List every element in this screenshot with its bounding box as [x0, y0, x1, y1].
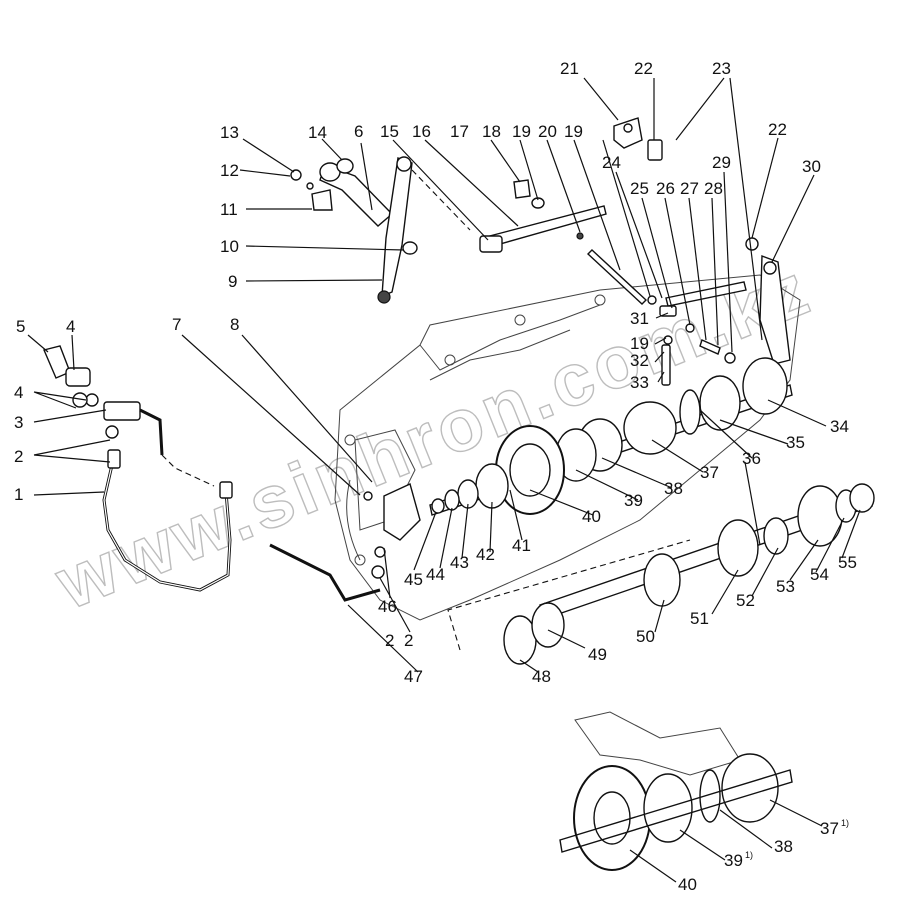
callout-18: 18 — [482, 122, 501, 141]
callout-49: 49 — [588, 645, 607, 664]
inset-callout-39-sup: 1) — [745, 850, 753, 860]
callout-44: 44 — [426, 565, 445, 584]
callout-19c: 19 — [630, 334, 649, 353]
inset-callout-39: 39 — [724, 851, 743, 870]
callout-23: 23 — [712, 59, 731, 78]
callout-5: 5 — [16, 317, 25, 336]
inset-callout-38: 38 — [774, 837, 793, 856]
callout-43: 43 — [450, 553, 469, 572]
callout-11: 11 — [220, 200, 238, 219]
callout-2a: 2 — [14, 447, 23, 466]
callout-19b: 19 — [564, 122, 583, 141]
callout-30: 30 — [802, 157, 821, 176]
leader-lines — [27, 77, 861, 883]
inset-callout-labels: 37 1) 38 39 1) 40 — [678, 818, 849, 894]
callout-3: 3 — [14, 413, 23, 432]
callout-37: 37 — [700, 463, 719, 482]
lower-shaft-gears — [447, 483, 875, 665]
callout-22a: 22 — [634, 59, 653, 78]
callout-45: 45 — [404, 570, 423, 589]
callout-21: 21 — [560, 59, 579, 78]
callout-25: 25 — [630, 179, 649, 198]
callout-29: 29 — [712, 153, 731, 172]
callout-8: 8 — [230, 315, 239, 334]
callout-52: 52 — [736, 591, 755, 610]
callout-33: 33 — [630, 373, 649, 392]
callout-4a: 4 — [14, 383, 23, 402]
callout-20: 20 — [538, 122, 557, 141]
callout-38: 38 — [664, 479, 683, 498]
callout-7: 7 — [172, 315, 181, 334]
callout-16: 16 — [412, 122, 431, 141]
callout-14: 14 — [308, 123, 327, 142]
callout-9: 9 — [228, 272, 237, 291]
callout-4b: 4 — [66, 317, 75, 336]
callout-32: 32 — [630, 351, 649, 370]
callout-labels: 1 2 2 3 4 4 5 6 7 8 9 10 11 12 13 14 15 … — [14, 59, 857, 686]
callout-27: 27 — [680, 179, 699, 198]
callout-42: 42 — [476, 545, 495, 564]
inset-callout-37: 37 — [820, 819, 839, 838]
callout-39: 39 — [624, 491, 643, 510]
callout-35: 35 — [786, 433, 805, 452]
upper-shaft-gears — [269, 357, 793, 602]
callout-6: 6 — [354, 122, 363, 141]
lever-group — [290, 156, 471, 304]
oil-line-assembly — [43, 345, 233, 592]
callout-53: 53 — [776, 577, 795, 596]
callout-36: 36 — [742, 449, 761, 468]
inset-callout-37-sup: 1) — [841, 818, 849, 828]
inset-callout-40: 40 — [678, 875, 697, 894]
callout-13: 13 — [220, 123, 239, 142]
callout-17: 17 — [450, 122, 469, 141]
callout-31: 31 — [630, 309, 649, 328]
callout-1: 1 — [14, 485, 23, 504]
shift-forks — [613, 117, 791, 386]
callout-28: 28 — [704, 179, 723, 198]
callout-41: 41 — [512, 536, 531, 555]
callout-2b: 2 — [385, 631, 394, 650]
callout-40: 40 — [582, 507, 601, 526]
callout-19a: 19 — [512, 122, 531, 141]
callout-51: 51 — [690, 609, 709, 628]
callout-22b: 22 — [768, 120, 787, 139]
callout-47: 47 — [404, 667, 423, 686]
inset-detail — [559, 711, 793, 871]
callout-2c: 2 — [404, 631, 413, 650]
callout-48: 48 — [532, 667, 551, 686]
callout-34: 34 — [830, 417, 849, 436]
callout-46: 46 — [378, 597, 397, 616]
callout-55: 55 — [838, 553, 857, 572]
callout-15: 15 — [380, 122, 399, 141]
callout-10: 10 — [220, 237, 239, 256]
callout-26: 26 — [656, 179, 675, 198]
callout-54: 54 — [810, 565, 829, 584]
callout-12: 12 — [220, 161, 239, 180]
callout-24: 24 — [602, 153, 621, 172]
callout-50: 50 — [636, 627, 655, 646]
